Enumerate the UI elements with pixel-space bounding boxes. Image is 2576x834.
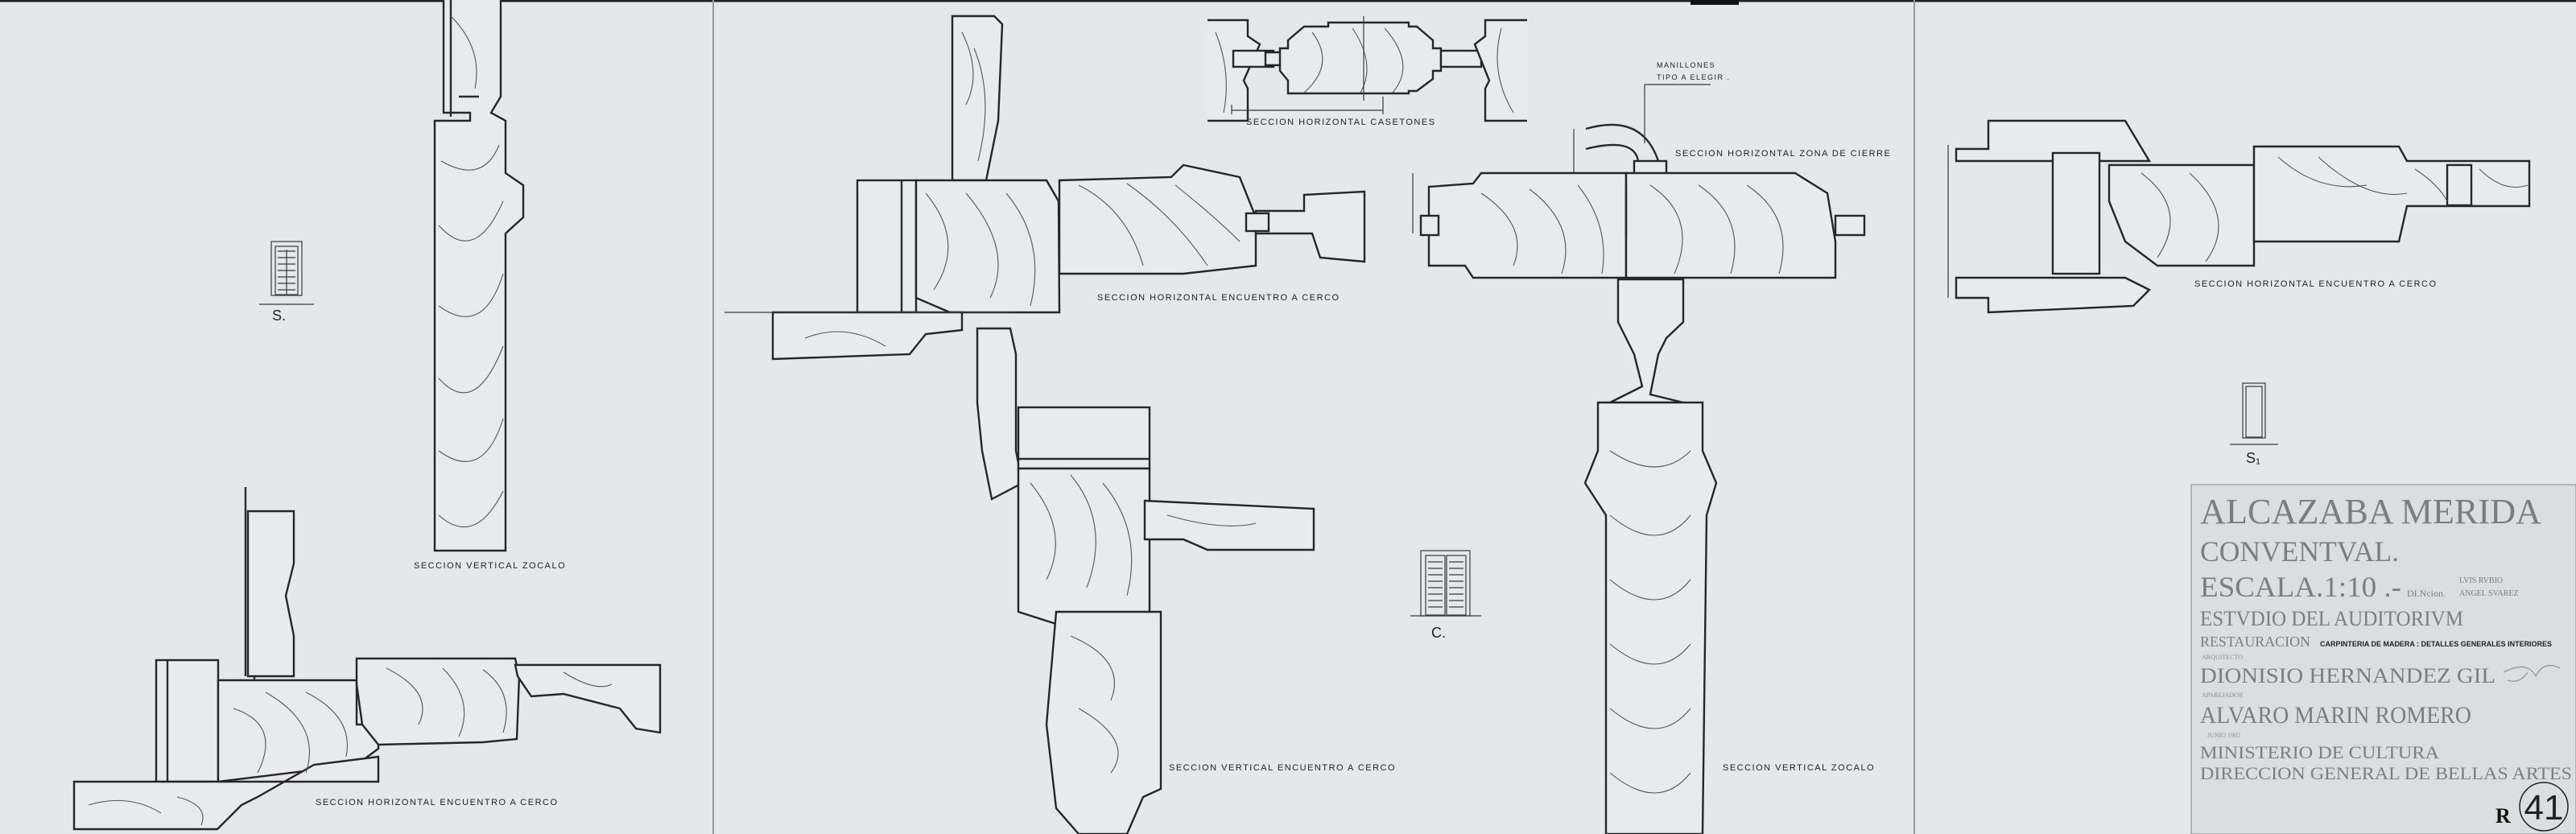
architect-signature [2503,665,2561,682]
label-horizontal-cerco-left: SECCION HORIZONTAL ENCUENTRO A CERCO [316,798,559,807]
label-horizontal-cerco-right: SECCION HORIZONTAL ENCUENTRO A CERCO [2194,279,2438,289]
label-manillones-2: TIPO A ELEGIR . [1657,73,1731,81]
title-block: ALCAZABA MERIDA CONVENTVAL. ESCALA.1:10 … [2190,484,2576,834]
label-zona-cierre: SECCION HORIZONTAL ZONA DE CIERRE [1675,149,1891,159]
label-horizontal-casetones: SECCION HORIZONTAL CASETONES [1246,118,1436,127]
section-vertical-zocalo-right [1583,278,1718,834]
label-vertical-cerco-mid: SECCION VERTICAL ENCUENTRO A CERCO [1169,763,1396,773]
label-horizontal-cerco-mid: SECCION HORIZONTAL ENCUENTRO A CERCO [1097,293,1340,303]
marker-c: C. [1431,625,1446,641]
title-architect-role: ARQUITECTO [2202,654,2243,661]
label-manillones-1: MANILLONES [1657,61,1715,69]
marker-s-right: S₁ [2246,450,2260,466]
title-scale: ESCALA.1:10 .- [2200,571,2401,603]
door-elevation-s-right [2230,382,2278,445]
title-direction-prefix: DI.Ncion. [2407,588,2446,599]
section-vertical-cerco-mid [976,327,1315,834]
title-study: ESTVDIO DEL AUDITORIVM [2200,607,2463,630]
title-restoration: RESTAURACION [2200,634,2310,650]
section-horizontal-cerco-right [1947,119,2531,314]
title-director-2: ANGEL SVAREZ [2459,589,2519,598]
title-directorate: DIRECCION GENERAL DE BELLAS ARTES [2200,763,2572,783]
door-elevation-c [1410,550,1481,617]
revision-letter: R [2496,804,2511,828]
title-architect: DIONISIO HERNANDEZ GIL [2200,664,2496,687]
title-surveyor: ALVARO MARIN ROMERO [2200,702,2471,729]
title-line-2: CONVENTVAL. [2200,535,2399,568]
title-date: JUNIO 1985 [2207,732,2240,739]
door-elevation-s-left [259,241,314,305]
title-director-1: LVIS RVBIO [2459,576,2503,585]
section-horizontal-cerco-left [72,487,662,831]
section-horizontal-cerco-mid [724,14,1366,361]
top-edge-mark [1690,0,1739,5]
sheet-number: 41 [2524,788,2564,828]
section-vertical-zocalo-left [433,0,525,552]
label-vertical-zocalo-left: SECCION VERTICAL ZOCALO [414,561,566,571]
section-horizontal-casetones [1208,16,1527,122]
label-vertical-zocalo-right: SECCION VERTICAL ZOCALO [1723,763,1875,773]
title-ministry: MINISTERIO DE CULTURA [2200,742,2439,762]
marker-s-left: S. [272,308,286,324]
title-subject: CARPINTERIA DE MADERA : DETALLES GENERAL… [2320,640,2552,648]
sheet-number-circle [2519,782,2569,832]
title-surveyor-role: APAREJADOR [2202,692,2244,699]
title-line-1: ALCAZABA MERIDA [2200,492,2541,531]
section-horizontal-zona-cierre [1412,84,1866,279]
